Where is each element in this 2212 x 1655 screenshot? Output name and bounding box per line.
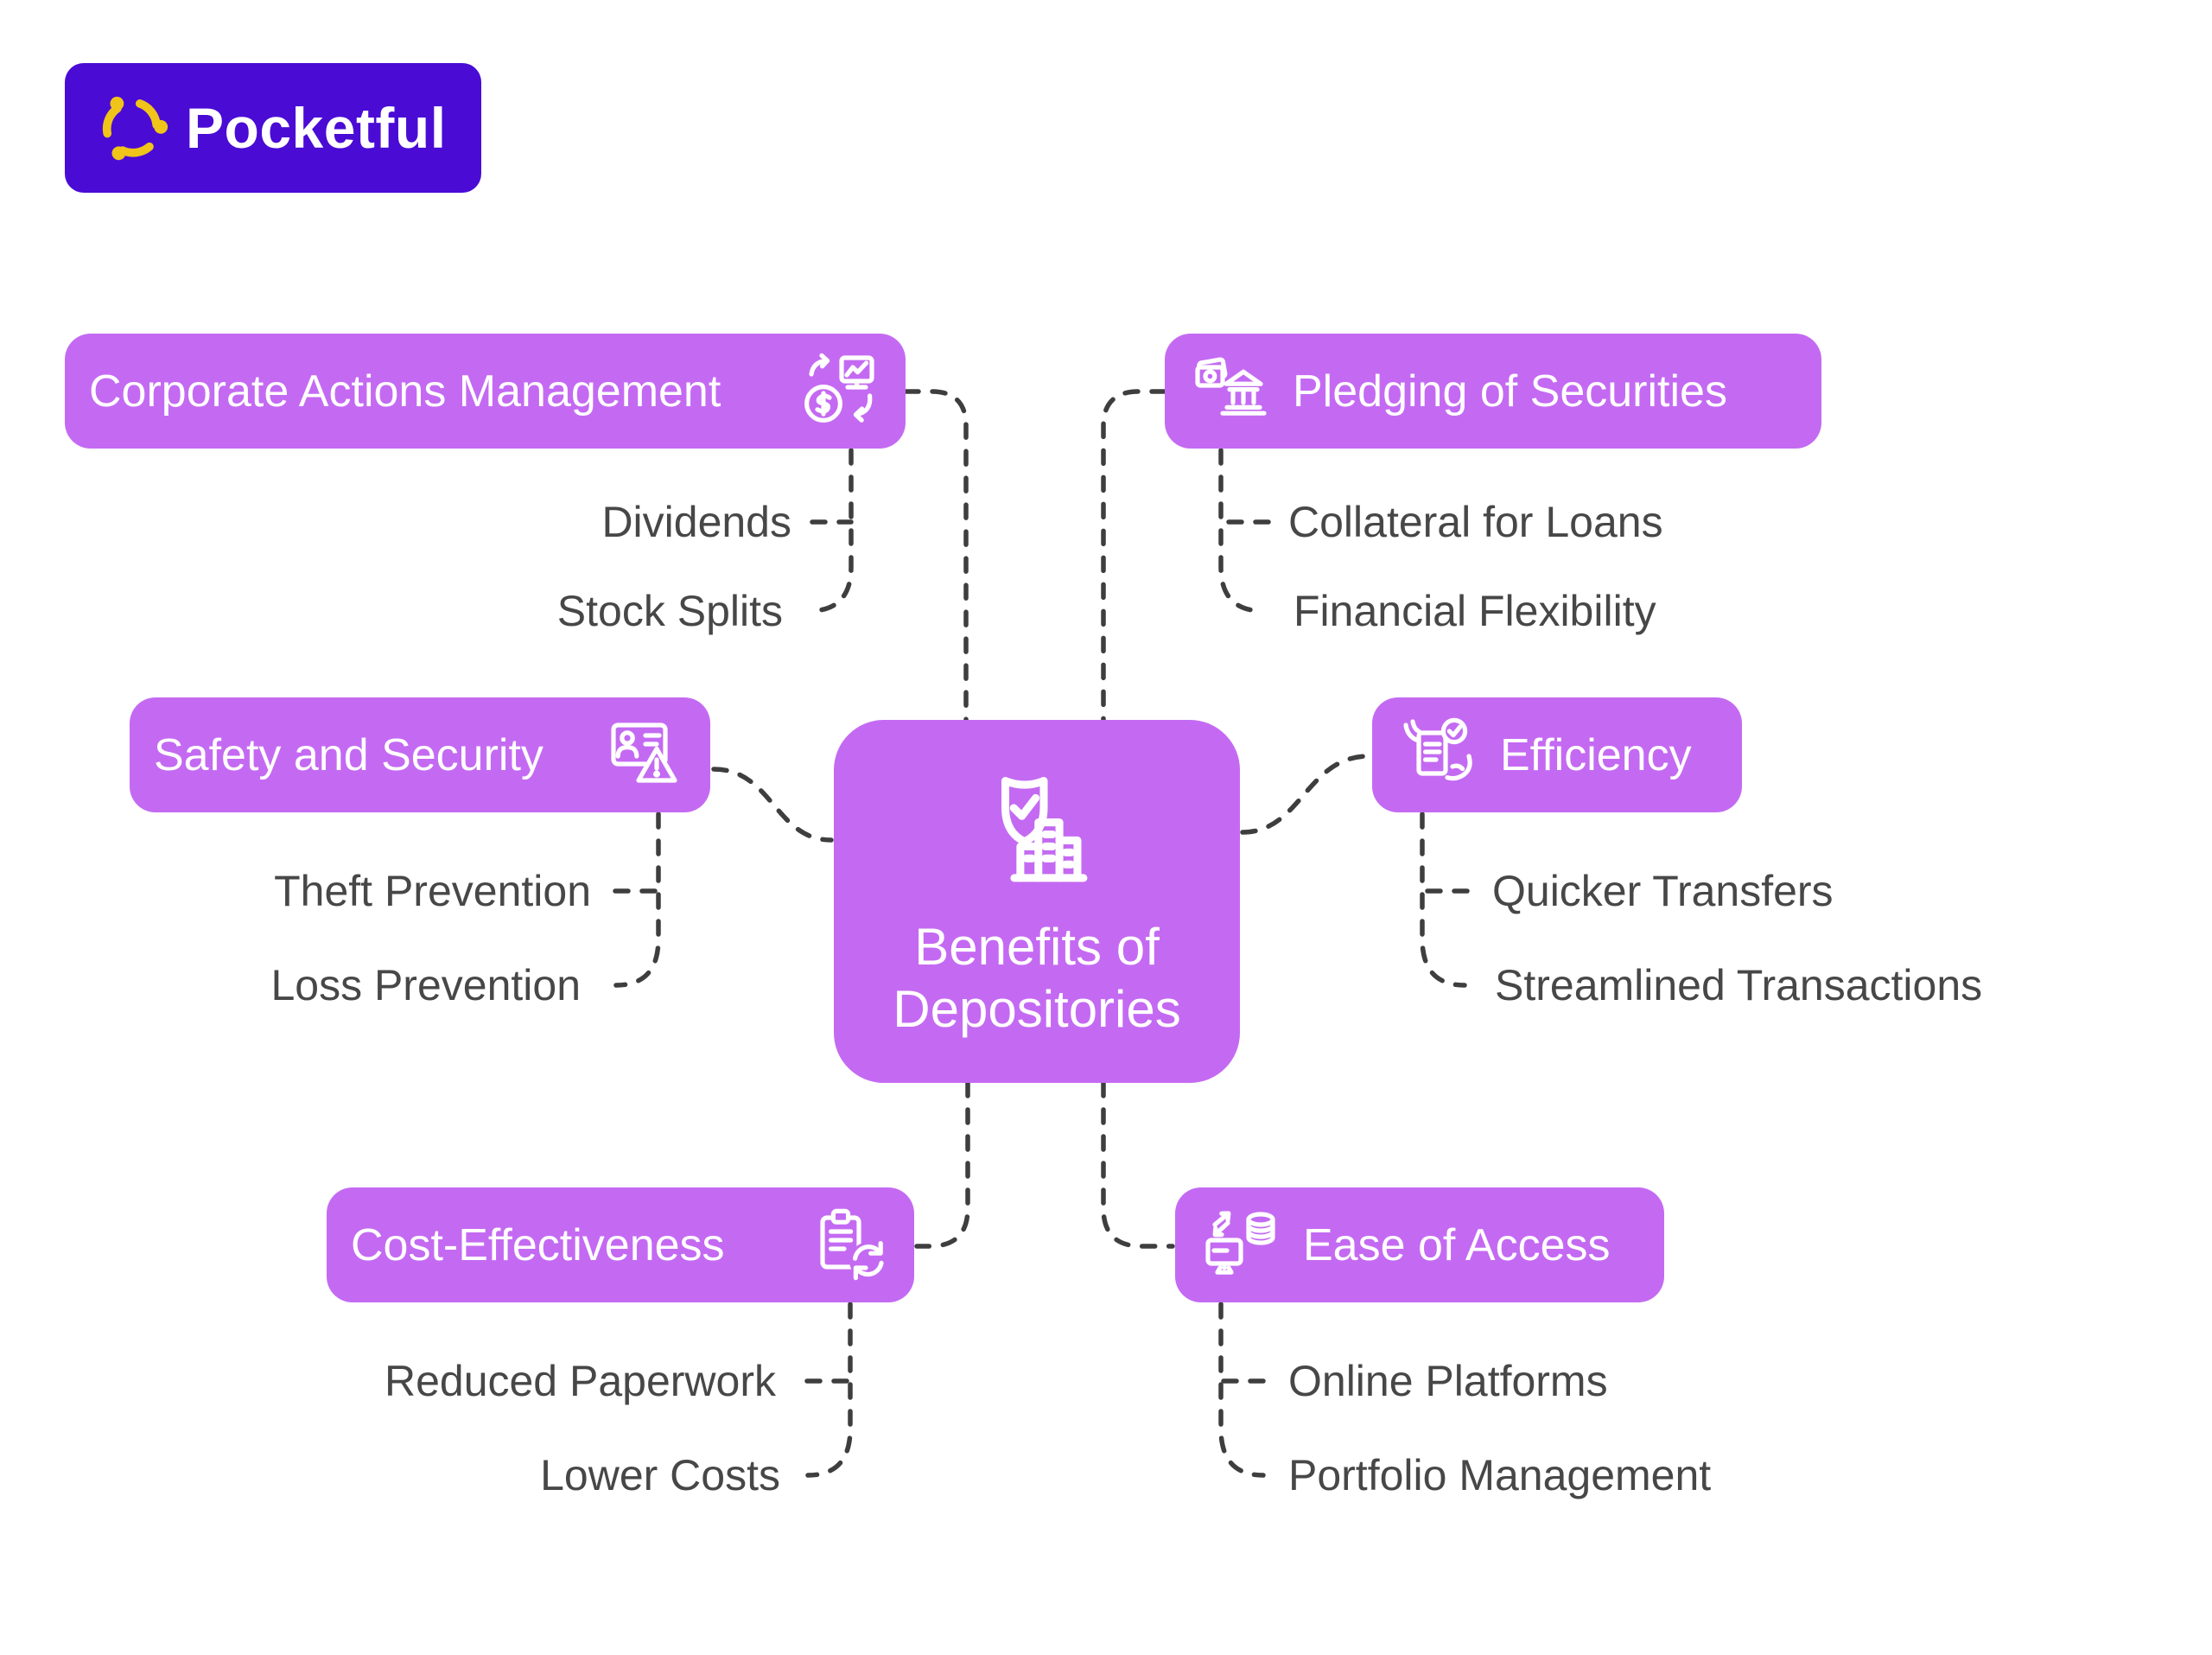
clipboard-sync-icon bbox=[820, 1208, 887, 1280]
node-label: Cost-Effectiveness bbox=[351, 1219, 725, 1270]
child-streamlined-transactions: Streamlined Transactions bbox=[1495, 961, 1983, 1009]
connector-loss-prevention bbox=[613, 812, 661, 988]
connector-center-to-cost bbox=[914, 1080, 970, 1249]
connector-portfolio-management bbox=[1218, 1302, 1266, 1478]
node-cost-effectiveness: Cost-Effectiveness bbox=[327, 1187, 914, 1302]
banknote-bank-icon bbox=[1195, 356, 1267, 416]
node-pledging-of-securities: Pledging of Securities bbox=[1165, 334, 1821, 449]
id-card-warning-icon bbox=[611, 722, 677, 783]
child-financial-flexibility: Financial Flexibility bbox=[1294, 587, 1656, 635]
connector-streamlined-transactions bbox=[1420, 812, 1467, 988]
node-label: Pledging of Securities bbox=[1293, 366, 1727, 417]
child-collateral-for-loans: Collateral for Loans bbox=[1288, 498, 1663, 546]
child-online-platforms: Online Platforms bbox=[1288, 1357, 1608, 1405]
child-lower-costs: Lower Costs bbox=[540, 1451, 780, 1499]
connector-safety-to-center bbox=[711, 767, 834, 843]
connector-center-to-efficiency bbox=[1240, 754, 1371, 835]
child-dividends: Dividends bbox=[601, 498, 791, 546]
connector-pledging-to-center bbox=[1101, 389, 1167, 722]
node-label: Corporate Actions Management bbox=[89, 366, 721, 417]
node-label: Efficiency bbox=[1500, 729, 1692, 780]
child-theft-prevention: Theft Prevention bbox=[274, 867, 591, 915]
monitor-transfer-coins-icon bbox=[1205, 1210, 1275, 1275]
child-quicker-transfers: Quicker Transfers bbox=[1492, 867, 1834, 915]
node-label: Ease of Access bbox=[1303, 1219, 1611, 1270]
pocketful-logo: Pocketful bbox=[65, 63, 481, 193]
child-reduced-paperwork: Reduced Paperwork bbox=[384, 1357, 776, 1405]
connector-corporate-to-center bbox=[903, 389, 969, 722]
central-node-benefits-of-depositories: Benefits of Depositories bbox=[834, 720, 1240, 1083]
node-efficiency: Efficiency bbox=[1372, 697, 1742, 812]
child-loss-prevention: Loss Prevention bbox=[270, 961, 581, 1009]
child-stock-splits: Stock Splits bbox=[556, 587, 783, 635]
monitor-chart-dollar-cycle-icon bbox=[804, 353, 874, 423]
node-corporate-actions-management: Corporate Actions Management bbox=[65, 334, 906, 449]
node-label: Safety and Security bbox=[154, 729, 543, 780]
connector-center-to-ease bbox=[1101, 1080, 1175, 1249]
connector-lower-costs bbox=[805, 1302, 853, 1478]
pocketful-flower-icon bbox=[102, 96, 168, 161]
child-portfolio-management: Portfolio Management bbox=[1288, 1451, 1712, 1499]
connector-financial-flexibility bbox=[1218, 448, 1266, 614]
logo-wordmark: Pocketful bbox=[186, 96, 447, 160]
node-ease-of-access: Ease of Access bbox=[1175, 1187, 1664, 1302]
connector-stock-splits bbox=[806, 448, 854, 614]
central-node-label: Benefits of Depositories bbox=[893, 918, 1181, 1038]
hands-checklist-icon bbox=[1403, 717, 1472, 780]
shield-check-buildings-icon bbox=[1001, 777, 1088, 882]
node-safety-and-security: Safety and Security bbox=[130, 697, 710, 812]
